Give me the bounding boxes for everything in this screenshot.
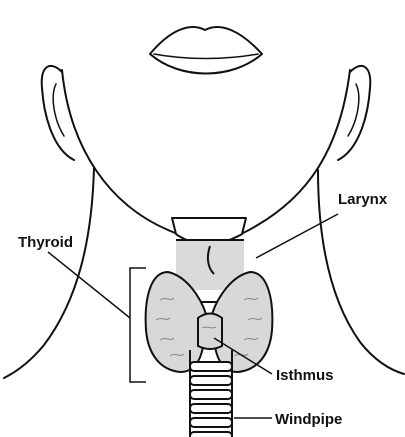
mouth-lower-lip xyxy=(150,54,262,74)
larynx-leader xyxy=(256,214,338,258)
mouth-line xyxy=(154,54,258,59)
isthmus-label: Isthmus xyxy=(276,368,334,383)
thyroid-bracket xyxy=(130,268,146,382)
thyroid-leader xyxy=(48,252,130,318)
thyroid-label: Thyroid xyxy=(18,235,73,250)
windpipe-label: Windpipe xyxy=(275,412,342,427)
right-ear-inner xyxy=(348,84,359,136)
larynx-label: Larynx xyxy=(338,192,387,207)
head-outline xyxy=(62,70,350,241)
left-ear-inner xyxy=(53,84,64,136)
thyroid-isthmus xyxy=(198,314,222,350)
windpipe xyxy=(190,350,232,437)
neck-left xyxy=(4,168,94,378)
right-ear xyxy=(338,66,370,160)
mouth-upper-lip xyxy=(150,27,262,54)
